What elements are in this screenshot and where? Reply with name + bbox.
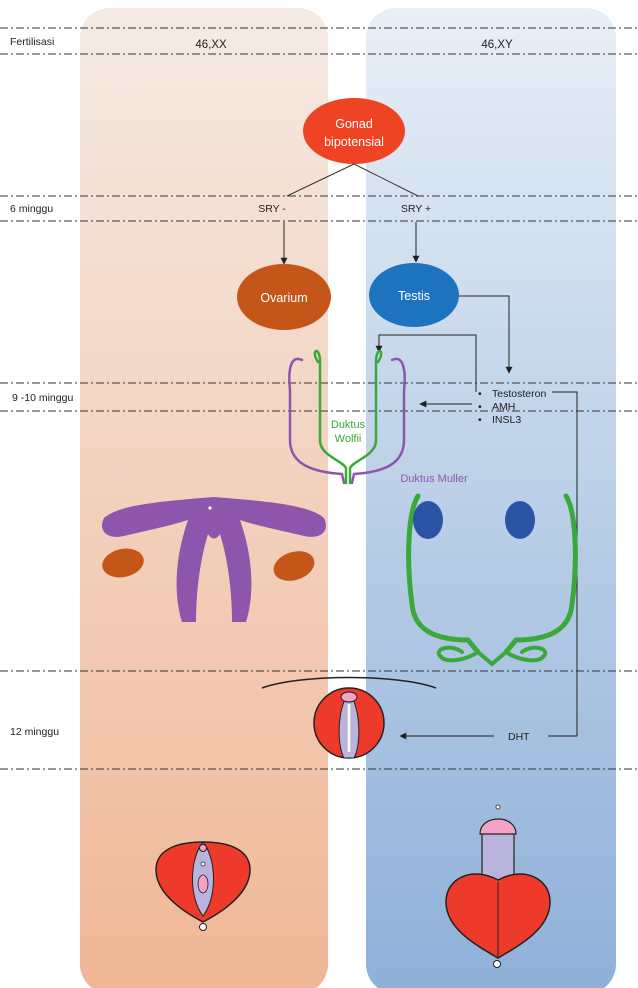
uterus-fundus — [188, 498, 240, 522]
right-testis — [505, 501, 535, 539]
karyotype-female: 46,XX — [195, 39, 227, 51]
hormone-amh: AMH — [492, 401, 515, 413]
ovary-label: Ovarium — [260, 291, 307, 305]
hormone-testosterone: Testosteron — [492, 388, 546, 400]
label-fertilization: Fertilisasi — [10, 36, 54, 48]
left-testis — [413, 501, 443, 539]
bipotential-gonad-label-2: bipotensial — [324, 135, 384, 149]
clitoris — [200, 845, 207, 852]
vaginal-opening — [198, 875, 208, 893]
genital-tubercle — [341, 692, 357, 702]
penile-shaft — [482, 832, 514, 882]
hormone-bullet-1: • — [478, 388, 482, 400]
label-wolffian-duct-1: Duktus — [331, 419, 366, 431]
urethral-meatus — [496, 805, 500, 809]
uterus-dot — [208, 506, 211, 509]
bipotential-gonad-label-1: Gonad — [335, 117, 373, 131]
anus-female — [200, 924, 207, 931]
hormone-insl3: INSL3 — [492, 414, 521, 426]
label-week6: 6 minggu — [10, 203, 53, 215]
label-week12: 12 minggu — [10, 726, 59, 738]
label-wolffian-duct-2: Wolfii — [335, 433, 362, 445]
testis-label: Testis — [398, 289, 430, 303]
karyotype-male: 46,XY — [481, 39, 513, 51]
hormone-bullet-3: • — [478, 414, 482, 426]
label-mullerian-duct: Duktus Muller — [400, 473, 468, 485]
hormone-bullet-2: • — [478, 401, 482, 413]
label-week9-10: 9 -10 minggu — [12, 392, 73, 404]
anus-male — [494, 961, 501, 968]
bipotential-gonad-node — [303, 98, 405, 164]
label-sry-negative: SRY - — [258, 203, 286, 215]
label-sry-positive: SRY + — [401, 203, 431, 215]
label-dht: DHT — [508, 731, 530, 743]
urethral-opening — [201, 862, 205, 866]
